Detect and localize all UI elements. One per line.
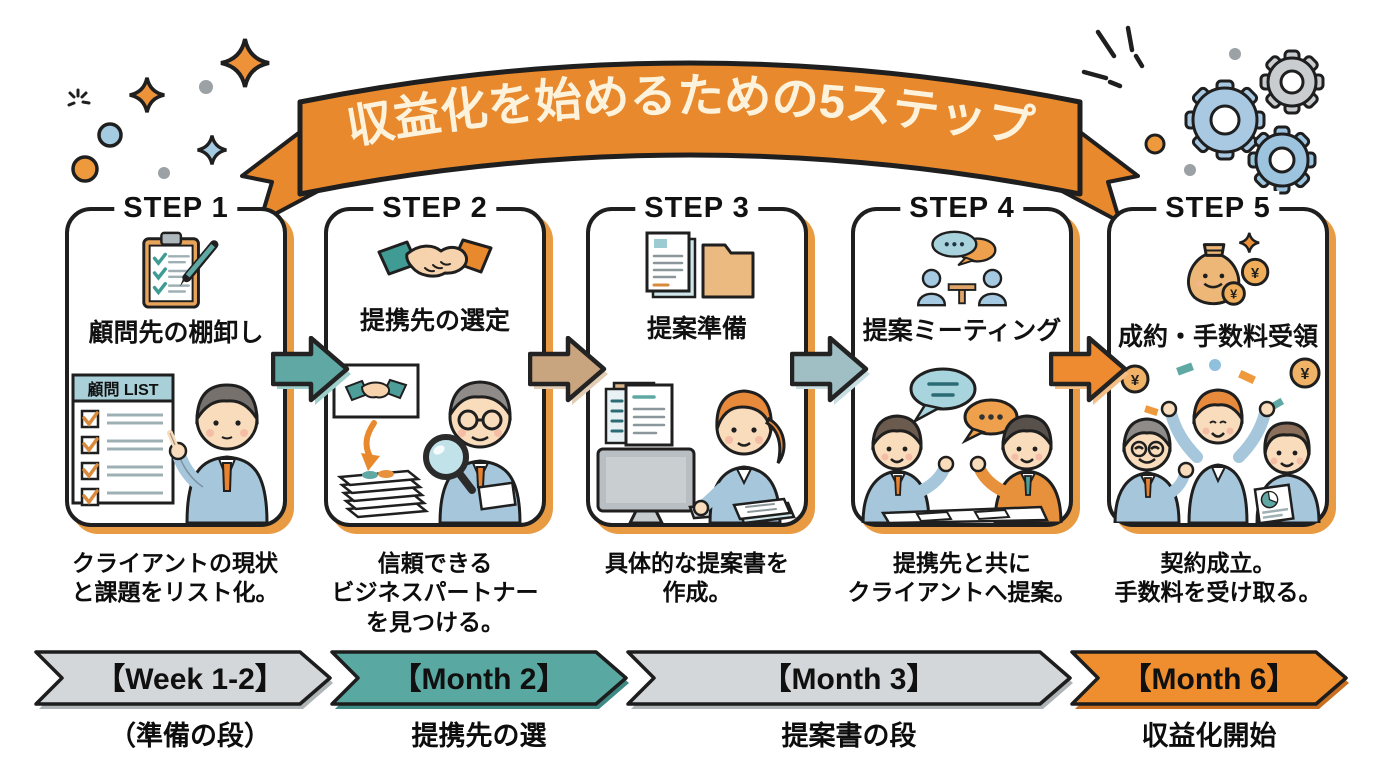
- down-arrow-icon: [363, 420, 377, 460]
- timeline-label: 【Month 2】: [392, 663, 567, 696]
- yen-coin-icon: ¥: [1240, 257, 1270, 287]
- consultant-checklist-illustration: 顧問 LIST: [71, 373, 269, 523]
- timeline: 【Week 1-2】 【Month 2】 【Month 3】 【Month 6】: [34, 650, 1349, 709]
- step-4-header: STEP 4: [900, 191, 1024, 225]
- magnifier-icon: [423, 434, 476, 494]
- gear-icon: [1259, 49, 1325, 115]
- desc-line: 手数料を受け取る。: [1114, 579, 1322, 606]
- confetti: [1209, 359, 1221, 371]
- flow-arrow-4: [1049, 336, 1129, 405]
- confetti: [1238, 369, 1256, 385]
- desc-line: クライアントの現状: [71, 550, 279, 576]
- desc-line: ビジネスパートナー: [331, 579, 539, 606]
- gear-icon: [1184, 79, 1266, 161]
- ribbon-band: [297, 60, 1083, 197]
- pen-icon: [179, 240, 219, 287]
- timeline-chevron-week-1-2: [34, 650, 332, 706]
- timeline-chevron-month-6: [1070, 650, 1348, 706]
- card-stack-icon: [336, 469, 430, 519]
- timeline-chevron-month-3: [626, 650, 1072, 706]
- step-5-header: STEP 5: [1156, 191, 1280, 225]
- yen-coin-icon: ¥: [1221, 281, 1246, 306]
- timeline-caption-4: 収益化開始: [1141, 721, 1277, 751]
- star-icon: [220, 38, 270, 88]
- timeline-chevron-month-2: [330, 650, 628, 706]
- step-2-description: 信頼できる ビジネスパートナー を見つける。: [315, 549, 555, 637]
- pie-chart-clipboard-icon: [1253, 483, 1295, 523]
- timeline-label: 【Month 3】: [762, 663, 937, 696]
- confetti: [1176, 362, 1194, 376]
- list-title: 顧問 LIST: [87, 380, 158, 399]
- handshake-icon: [377, 238, 493, 278]
- proposal-meeting-illustration: [861, 367, 1063, 523]
- step-5-description: 契約成立。 手数料を受け取る。: [1098, 549, 1338, 608]
- step-3-header: STEP 3: [635, 191, 759, 225]
- sparkle-decorations: [67, 38, 270, 183]
- desc-line: を見つける。: [366, 608, 504, 635]
- confetti: [1144, 405, 1159, 416]
- star-icon: [129, 77, 165, 113]
- step-card-3: STEP 3 提案準備: [586, 191, 808, 527]
- proposal-writing-illustration: [596, 381, 796, 523]
- desc-line: 作成。: [662, 579, 732, 606]
- desc-line: クライアントへ提案。: [847, 579, 1077, 606]
- dot-decoration: [1229, 48, 1241, 60]
- documents-folder-icon: [645, 231, 755, 299]
- partner-search-illustration: [332, 363, 522, 523]
- step-2-header: STEP 2: [373, 191, 497, 225]
- step-card-2: STEP 2 提携先の選定: [324, 191, 546, 527]
- step-3-description: 具体的な提案書を 作成。: [577, 549, 817, 608]
- step-4-description: 提携先と共に クライアントへ提案。: [842, 549, 1082, 608]
- right-arrow-icon: [271, 336, 350, 403]
- svg-text:¥: ¥: [1131, 372, 1140, 389]
- svg-text:¥: ¥: [1230, 287, 1237, 301]
- gear-icon: [1247, 125, 1317, 195]
- step-4-title: 提案ミーティング: [862, 317, 1062, 345]
- step-card-1: STEP 1 顧問先の棚卸し 顧問 LIST: [65, 191, 287, 527]
- celebration-illustration: ¥ ¥: [1113, 357, 1321, 523]
- flow-arrow-2: [528, 336, 608, 405]
- dot-decoration: [1144, 133, 1166, 155]
- right-arrow-icon: [528, 336, 607, 403]
- sparkle-burst-icon: [67, 88, 91, 107]
- ribbon-banner: 収益化を始めるための5ステップ: [240, 60, 1140, 224]
- timeline-caption-3: 提案書の段: [781, 721, 917, 751]
- clipboard-checklist-icon: [142, 231, 219, 309]
- right-arrow-icon: [1049, 336, 1128, 403]
- timeline-label: 【Month 6】: [1122, 663, 1297, 696]
- yen-coin-icon: ¥: [1289, 357, 1321, 389]
- burst-lines: [1081, 25, 1145, 89]
- desc-line: 具体的な提案書を: [605, 550, 789, 576]
- desc-line: 契約成立。: [1160, 550, 1276, 576]
- step-5-title: 成約・手数料受領: [1117, 323, 1318, 351]
- gear-decorations: [1081, 25, 1325, 195]
- step-2-title: 提携先の選定: [359, 307, 510, 335]
- desc-line: と課題をリスト化。: [71, 579, 279, 606]
- step-1-header: STEP 1: [114, 191, 238, 225]
- desc-line: 提携先と共に: [893, 550, 1031, 576]
- timeline-caption-2: 提携先の選: [411, 721, 547, 751]
- star-icon: [197, 135, 227, 165]
- sparkle-icon: [1239, 232, 1260, 253]
- meeting-chat-icon: [916, 230, 1008, 307]
- timeline-label: 【Week 1-2】: [95, 663, 285, 696]
- svg-text:¥: ¥: [1301, 366, 1310, 383]
- step-1-title: 顧問先の棚卸し: [88, 319, 264, 347]
- money-bag-icon: ¥ ¥: [1187, 232, 1270, 306]
- timeline-caption-1: （準備の段）: [109, 721, 271, 751]
- dot-decoration: [97, 122, 123, 148]
- flow-arrow-1: [271, 336, 351, 405]
- dot-decoration: [158, 167, 170, 179]
- right-arrow-icon: [790, 336, 869, 403]
- flow-arrow-3: [790, 336, 870, 405]
- step-card-4: STEP 4 提案ミーティング: [851, 191, 1073, 527]
- dot-decoration: [1184, 164, 1196, 176]
- step-card-5: STEP 5 ¥ ¥ 成約・手数料受領 ¥: [1107, 191, 1329, 527]
- dot-decoration: [71, 155, 99, 183]
- svg-text:¥: ¥: [1251, 266, 1260, 282]
- dot-decoration: [199, 80, 213, 94]
- desc-line: 信頼できる: [377, 550, 493, 576]
- step-3-title: 提案準備: [646, 315, 747, 343]
- step-1-description: クライアントの現状 と課題をリスト化。: [55, 549, 295, 608]
